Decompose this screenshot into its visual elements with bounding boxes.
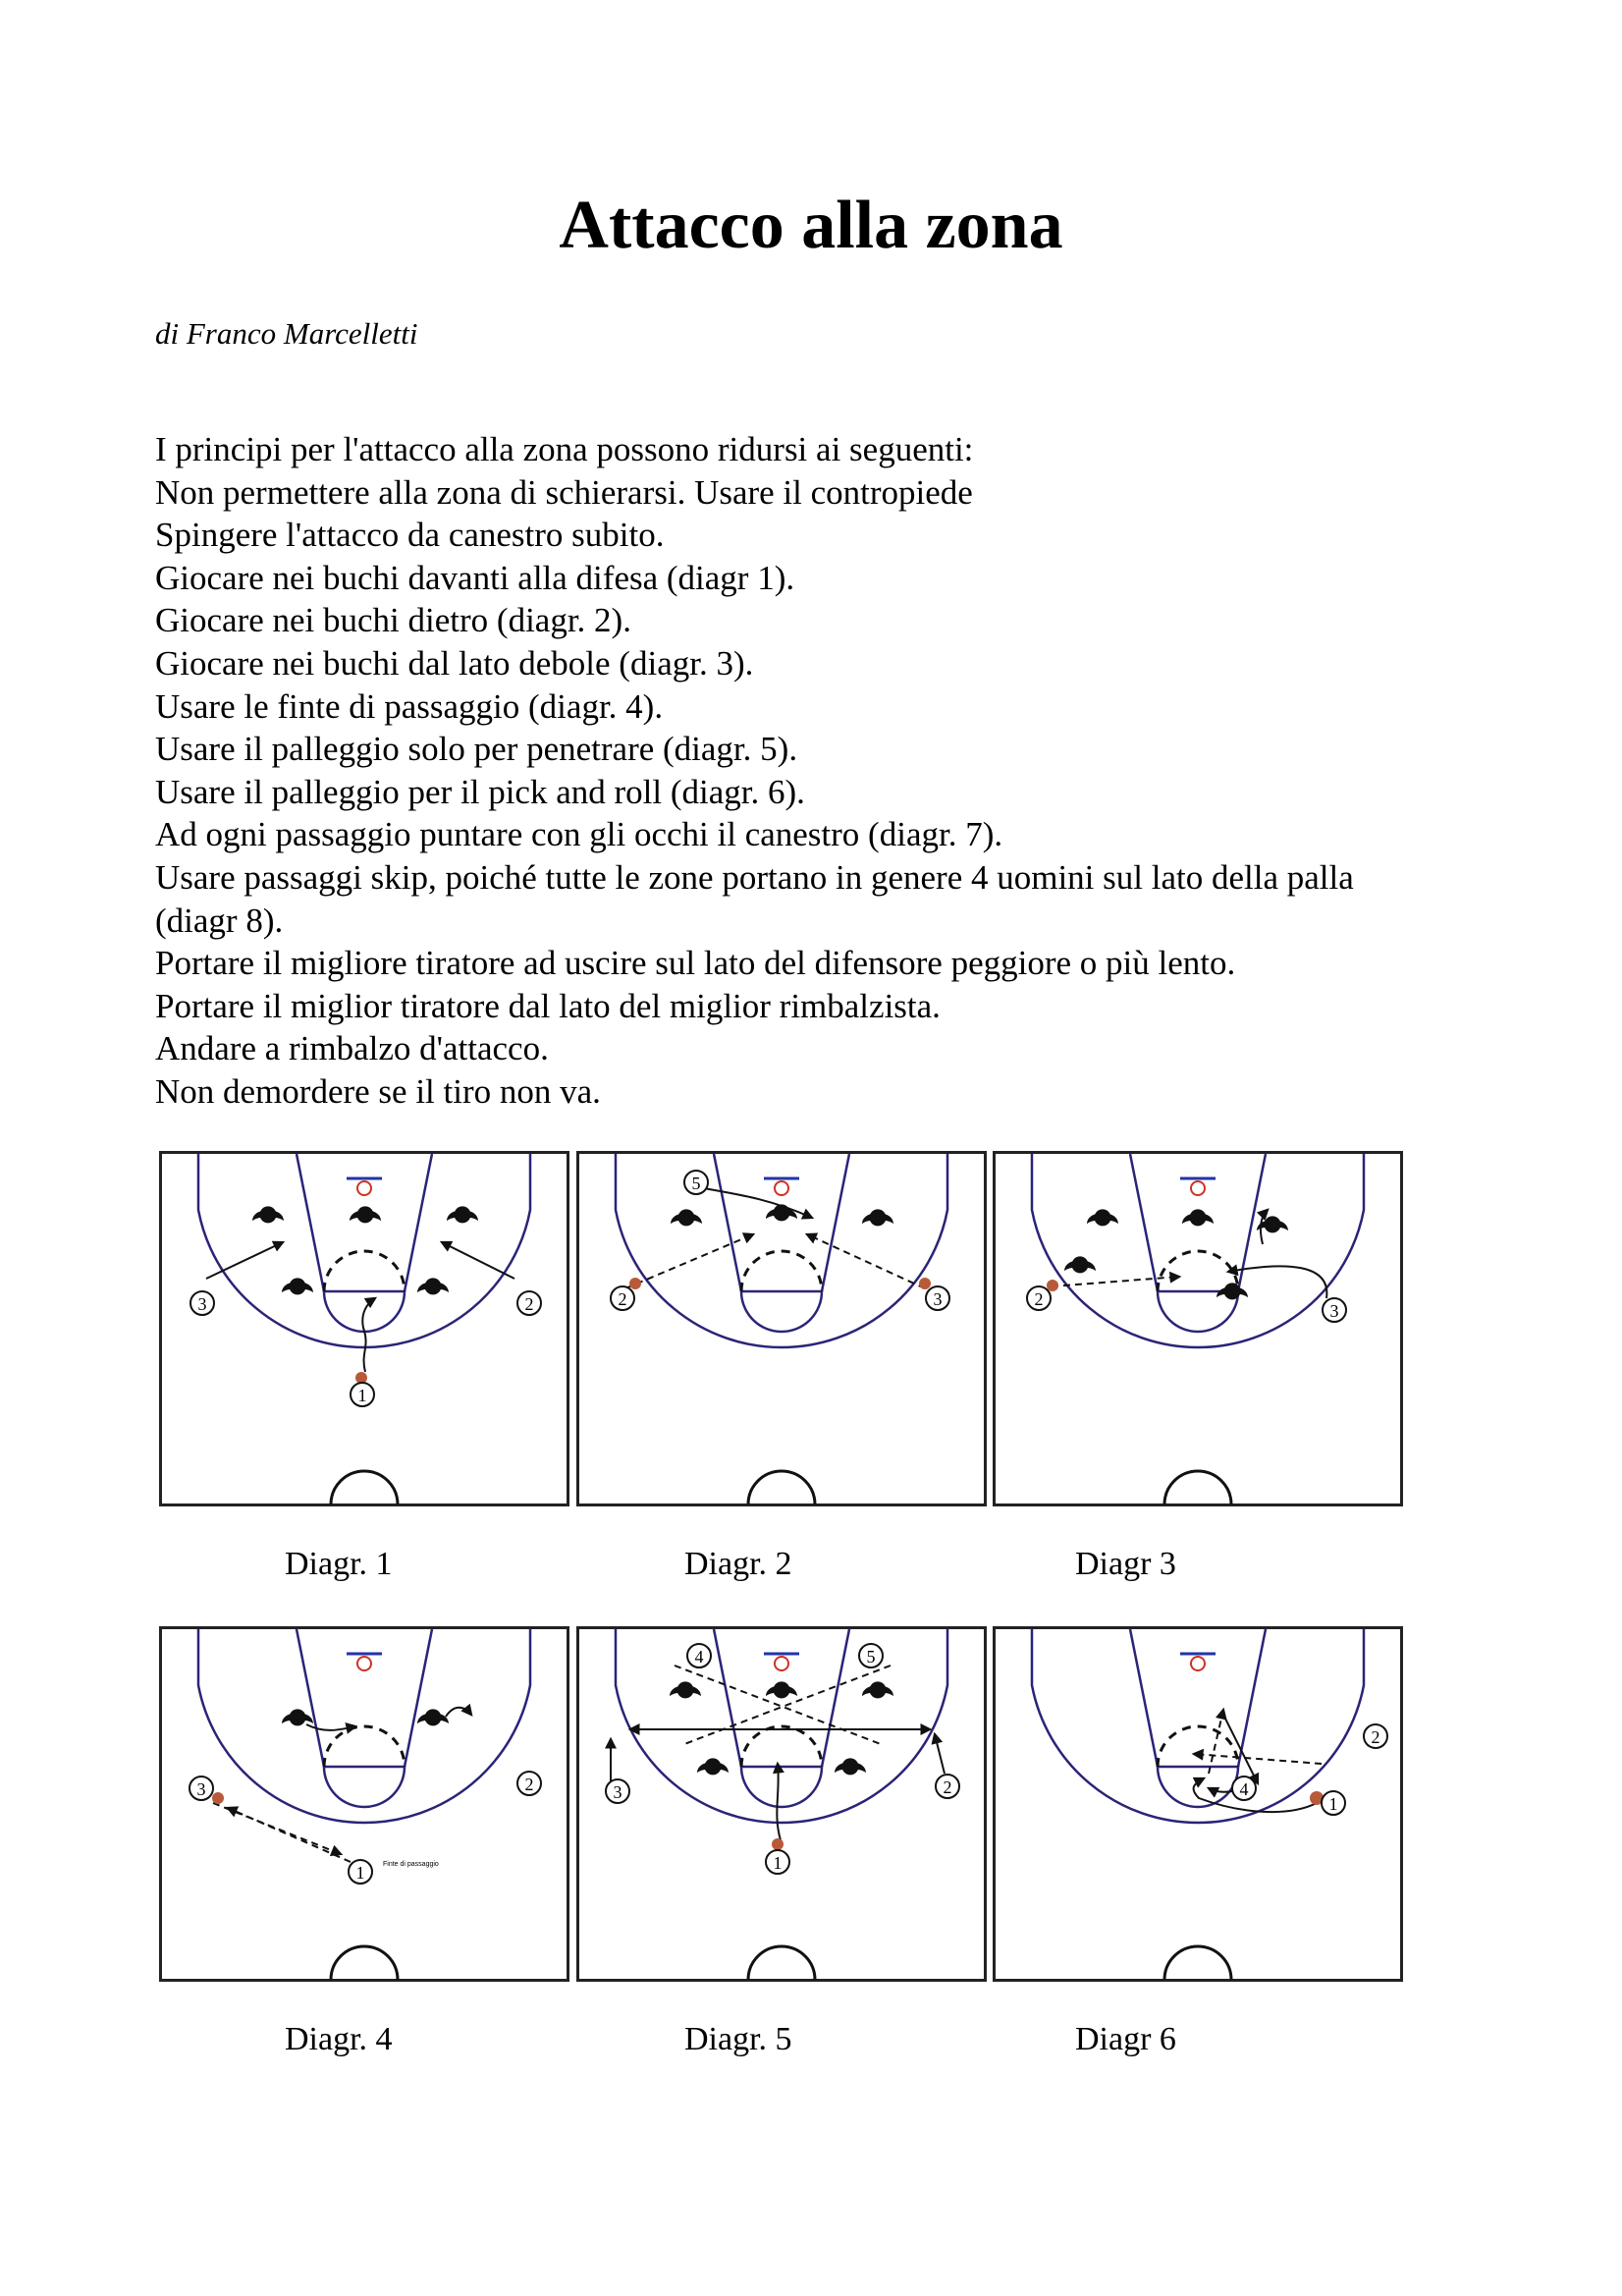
svg-text:2: 2 (1035, 1289, 1044, 1309)
svg-text:1: 1 (356, 1863, 365, 1883)
diagram-caption: Diagr. 2 (684, 1546, 792, 1582)
diagram-6: 1 2 4 (993, 1626, 1403, 1982)
player-marker: 2 (516, 1290, 542, 1316)
principle-line: Spingere l'attacco da canestro subito. (155, 516, 665, 555)
player-marker: 3 (189, 1776, 214, 1801)
svg-text:2: 2 (619, 1289, 627, 1309)
principle-line: Giocare nei buchi dietro (diagr. 2). (155, 601, 631, 640)
player-marker: 2 (1026, 1285, 1052, 1311)
principle-line: Portare il migliore tiratore ad uscire s… (155, 944, 1236, 983)
svg-text:3: 3 (197, 1779, 206, 1799)
svg-text:1: 1 (358, 1386, 367, 1405)
diagram-3: 2 3 (993, 1151, 1403, 1506)
principle-line: Portare il miglior tiratore dal lato del… (155, 986, 941, 1025)
principle-line: Giocare nei buchi dal lato debole (diagr… (155, 643, 754, 683)
player-marker: 1 (1321, 1790, 1346, 1816)
principles-list: I principi per l'attacco alla zona posso… (155, 428, 1530, 1114)
principle-line: Andare a rimbalzo d'attacco. (155, 1029, 549, 1068)
svg-text:3: 3 (934, 1289, 943, 1309)
player-marker: 4 (686, 1643, 712, 1668)
player-marker: 1 (348, 1859, 373, 1885)
principle-line: Usare passaggi skip, poiché tutte le zon… (155, 857, 1354, 897)
player-marker: 5 (858, 1643, 884, 1668)
principle-line: Ad ogni passaggio puntare con gli occhi … (155, 815, 1003, 854)
player-marker: 3 (605, 1778, 630, 1804)
diagram-caption: Diagr 6 (1075, 2021, 1176, 2057)
svg-text:2: 2 (525, 1775, 534, 1794)
svg-text:5: 5 (692, 1174, 701, 1193)
diagram-caption: Diagr 3 (1075, 1546, 1176, 1582)
svg-text:3: 3 (614, 1782, 622, 1802)
svg-text:1: 1 (774, 1853, 783, 1873)
svg-text:5: 5 (867, 1647, 876, 1667)
diagram-caption: Diagr. 1 (285, 1546, 393, 1582)
player-marker: 4 (1231, 1776, 1257, 1801)
principle-line: Giocare nei buchi davanti alla difesa (d… (155, 558, 795, 597)
page-title: Attacco alla zona (559, 188, 1063, 263)
principle-line: Non demordere se il tiro non va. (155, 1071, 601, 1111)
svg-text:3: 3 (1330, 1301, 1339, 1321)
principle-line: Usare il palleggio per il pick and roll … (155, 772, 805, 811)
player-marker: 2 (935, 1774, 960, 1799)
svg-text:4: 4 (1240, 1779, 1249, 1799)
diagram-4: 1 2 3 Finte di passaggio (159, 1626, 569, 1982)
svg-text:1: 1 (1329, 1794, 1338, 1814)
author-byline: di Franco Marcelletti (155, 316, 418, 351)
player-marker: 2 (516, 1771, 542, 1796)
player-marker: 1 (765, 1849, 790, 1875)
svg-text:3: 3 (198, 1294, 207, 1314)
principle-line: I principi per l'attacco alla zona posso… (155, 430, 974, 468)
player-marker: 5 (683, 1170, 709, 1195)
diagram-caption: Diagr. 4 (285, 2021, 393, 2057)
principle-line: Usare il palleggio solo per penetrare (d… (155, 730, 798, 769)
principle-line: Usare le finte di passaggio (diagr. 4). (155, 686, 664, 726)
svg-text:4: 4 (695, 1647, 704, 1667)
diagram-5: 1 2 3 4 5 (576, 1626, 987, 1982)
svg-text:2: 2 (525, 1294, 534, 1314)
diagram-caption: Diagr. 5 (684, 2021, 792, 2057)
principle-line: Non permettere alla zona di schierarsi. … (155, 472, 973, 512)
player-marker: 3 (1322, 1297, 1347, 1323)
svg-text:2: 2 (1372, 1727, 1380, 1747)
svg-text:2: 2 (944, 1777, 952, 1797)
player-marker: 1 (350, 1382, 375, 1407)
player-marker: 3 (189, 1290, 215, 1316)
diagram-annotation: Finte di passaggio (383, 1861, 439, 1868)
player-marker: 3 (925, 1285, 950, 1311)
diagram-2: 2 3 5 (576, 1151, 987, 1506)
diagram-1: 1 2 3 (159, 1151, 569, 1506)
player-marker: 2 (1363, 1723, 1388, 1749)
player-marker: 2 (610, 1285, 635, 1311)
principle-line: (diagr 8). (155, 901, 284, 940)
